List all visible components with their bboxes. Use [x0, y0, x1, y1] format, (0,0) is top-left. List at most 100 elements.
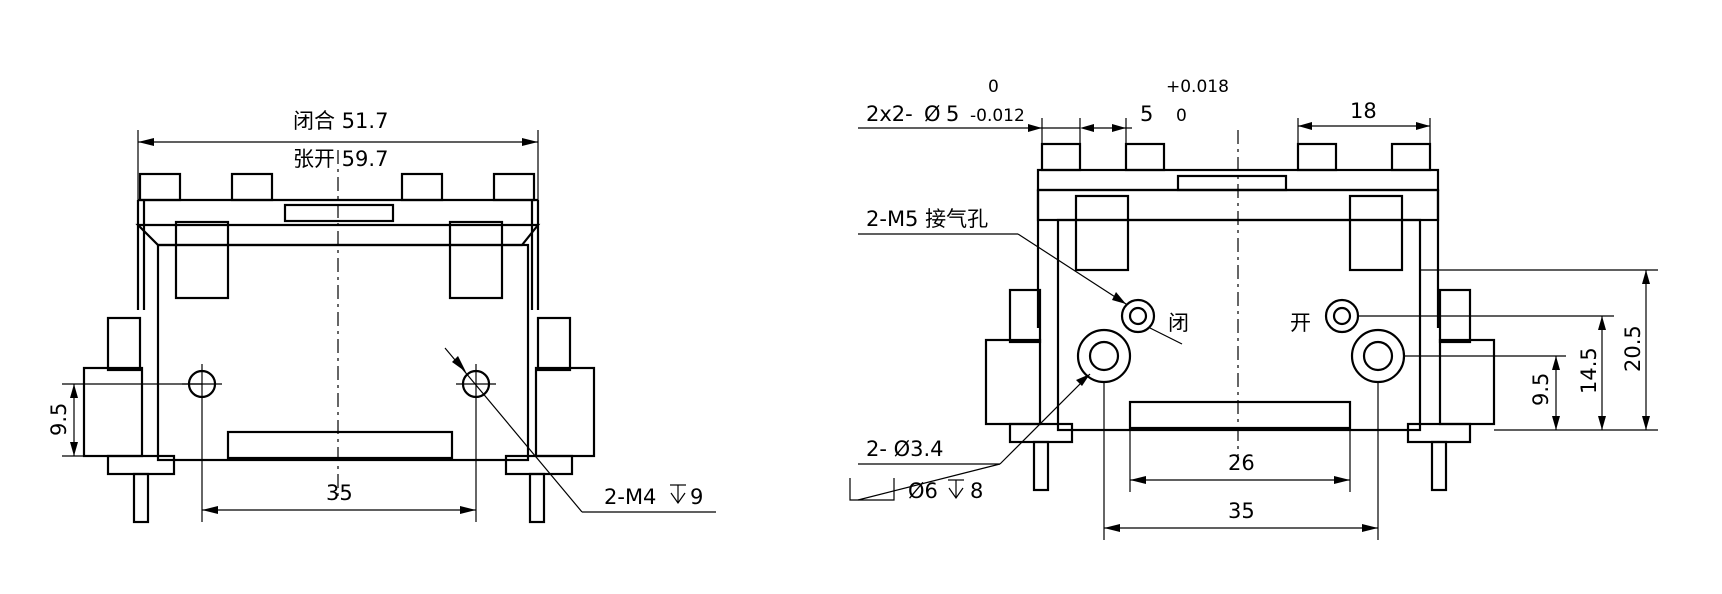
arrow [202, 506, 218, 514]
right-jaw-2 [1348, 194, 1404, 272]
leader-cbore [857, 463, 1001, 501]
arrow [1076, 374, 1090, 386]
left-upper-plate [135, 223, 541, 247]
left-side-tab-l [106, 316, 142, 372]
arrow [1028, 124, 1042, 132]
arrow [70, 384, 78, 398]
arrow [1362, 524, 1378, 532]
dim-pin-width: 5 [1140, 102, 1153, 126]
dim-closed: 闭合 51.7 [293, 109, 388, 133]
arrow [460, 506, 476, 514]
left-pin-r [528, 472, 546, 524]
depth-symbol [948, 479, 964, 500]
dim-9-5: 9.5 [1529, 373, 1553, 406]
left-side-tab-r [536, 316, 572, 372]
dim-20-5: 20.5 [1621, 325, 1645, 372]
dim-height-9-5: 9.5 [47, 403, 71, 436]
left-view: 闭合 51.7 张开 59.7 9.5 35 2-M4 9 [47, 109, 716, 524]
right-bump-3 [1296, 142, 1338, 172]
right-bump-2 [1124, 142, 1166, 172]
counterbore-symbol [849, 478, 895, 501]
arrow [1334, 476, 1350, 484]
arrow [1416, 122, 1430, 130]
dim-18: 18 [1350, 99, 1377, 123]
air-port-close [1120, 298, 1156, 334]
tol-upper-hole: +0.018 [1166, 77, 1229, 97]
cbore-hole-1-inner [1088, 340, 1120, 372]
tol-upper-shaft: 0 [988, 77, 999, 97]
arrow [522, 138, 538, 146]
arrow [1112, 292, 1126, 304]
dim-open: 张开 59.7 [293, 147, 388, 171]
depth-symbol [670, 484, 686, 505]
left-foot-r [504, 454, 574, 476]
right-side-block-r [1438, 338, 1496, 426]
label-open: 开 [1290, 311, 1311, 335]
pin-dia: 5 [946, 102, 959, 126]
arrow [1112, 124, 1126, 132]
dim-35: 35 [1228, 499, 1255, 523]
left-bump-2 [230, 172, 274, 202]
right-bottom-slot [1128, 400, 1352, 430]
arrow [1642, 416, 1650, 430]
dim-14-5: 14.5 [1577, 347, 1601, 394]
right-foot-r [1406, 422, 1472, 444]
cbore-hole-2 [1350, 328, 1406, 384]
arrow [1130, 476, 1146, 484]
left-bottom-slot [226, 430, 454, 460]
callout-thread-depth: 9 [690, 485, 703, 509]
left-foot-l [106, 454, 176, 476]
callout-holes: 2- Ø3.4 [866, 437, 944, 461]
cbore-hole-1 [1076, 328, 1132, 384]
right-view: 0 2x2- Ø 5 -0.012 +0.018 5 0 18 2-M5 接气孔… [849, 77, 1658, 540]
right-side-block-l [984, 338, 1042, 426]
left-body-outline [156, 243, 530, 462]
left-bump-3 [400, 172, 444, 202]
arrow [138, 138, 154, 146]
left-side-block-l [82, 366, 144, 458]
dim-26: 26 [1228, 451, 1255, 475]
left-jaw-2 [448, 220, 504, 300]
arrow [1080, 124, 1094, 132]
air-port-close-inner [1128, 306, 1148, 326]
arrow [1642, 270, 1650, 284]
left-bump-4 [492, 172, 536, 202]
right-bump-4 [1390, 142, 1432, 172]
left-center-bar [283, 203, 395, 223]
arrow [1552, 356, 1560, 370]
tol-lower-shaft: -0.012 [970, 106, 1025, 126]
arrow [452, 356, 466, 372]
arrow [1298, 122, 1312, 130]
arrow [1104, 524, 1120, 532]
right-foot-l [1008, 422, 1074, 444]
right-bump-1 [1040, 142, 1082, 172]
callout-thread: 2-M4 [604, 485, 656, 509]
arrow [1598, 316, 1606, 330]
right-center-bar [1176, 174, 1288, 192]
dim-hole-spacing: 35 [326, 481, 353, 505]
callout-cbore-depth: 8 [970, 479, 983, 503]
cbore-hole-2-inner [1362, 340, 1394, 372]
left-pin-l [132, 472, 150, 524]
leader-close [1149, 327, 1183, 345]
callout-air: 2-M5 接气孔 [866, 207, 988, 231]
label-close: 闭 [1168, 311, 1189, 335]
right-side-tab-l [1008, 288, 1042, 344]
left-side-block-r [534, 366, 596, 458]
callout-cbore: Ø6 [908, 479, 938, 503]
right-jaw-1 [1074, 194, 1130, 272]
callout-pins: 2x2- [866, 102, 913, 126]
leader-m4 [444, 347, 583, 513]
left-bump-1 [138, 172, 182, 202]
right-body-outline [1056, 218, 1422, 432]
tol-lower-hole: 0 [1176, 106, 1187, 126]
right-pin-r [1430, 440, 1448, 492]
air-port-open [1324, 298, 1360, 334]
leader-air [1017, 233, 1127, 305]
arrow [1552, 416, 1560, 430]
leader-holes [999, 373, 1091, 465]
air-port-open-inner [1332, 306, 1352, 326]
right-body-sides [1036, 190, 1440, 328]
diameter-symbol: Ø [924, 102, 941, 126]
